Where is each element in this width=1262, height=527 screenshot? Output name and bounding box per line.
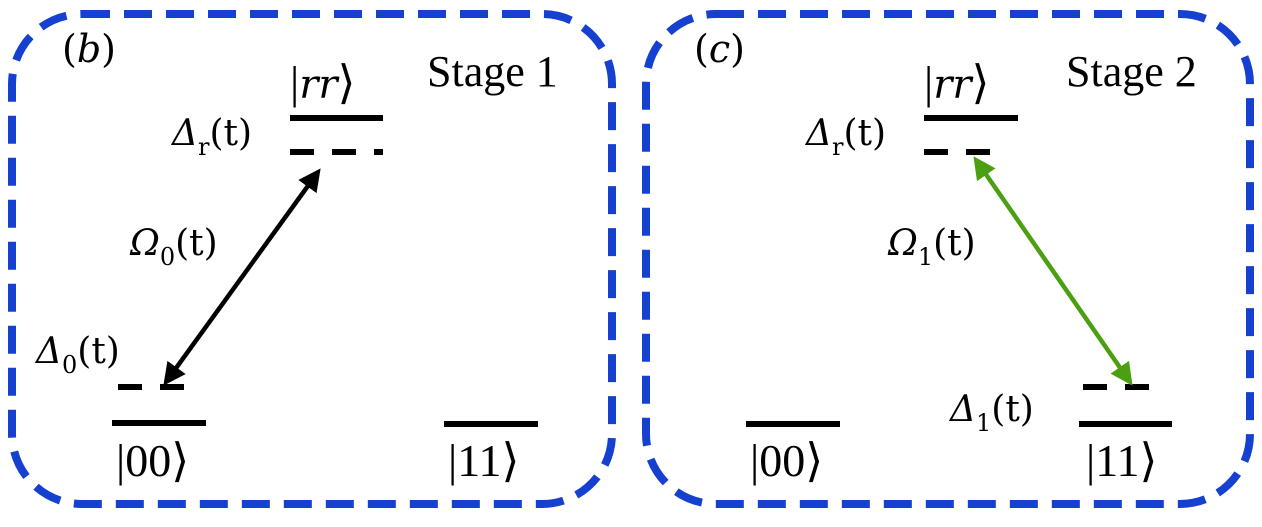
panel-b-coupling-arrow [163,168,321,386]
panel-c-tag: (c) [694,27,745,71]
panel-b-11-label: |11⟩ [448,435,520,486]
panel-b-stage-label: Stage 1 [427,47,558,96]
panel-b-border [8,10,616,508]
panel-b-00-label: |00⟩ [116,435,190,486]
panel-b-delta-0-label: Δ0(t) [36,331,120,379]
panel-c-rr-label: |rr⟩ [924,57,990,108]
panel-c-delta-1-label: Δ1(t) [950,389,1034,437]
panel-b-omega-0-label: Ω0(t) [130,223,218,271]
panel-c-11-label: |11⟩ [1086,435,1158,486]
panel-c-border [642,10,1254,508]
panel-c-stage-label: Stage 2 [1066,47,1197,96]
panel-b-rr-label: |rr⟩ [290,57,356,108]
panel-c-00-label: |00⟩ [750,435,824,486]
panel-c-coupling-arrow [973,156,1133,386]
panel-b-tag: (b) [62,27,116,71]
panel-c-delta-r-label: Δr(t) [806,113,887,161]
panel-c-omega-1-label: Ω1(t) [888,223,976,271]
panel-b-delta-r-label: Δr(t) [172,113,253,161]
